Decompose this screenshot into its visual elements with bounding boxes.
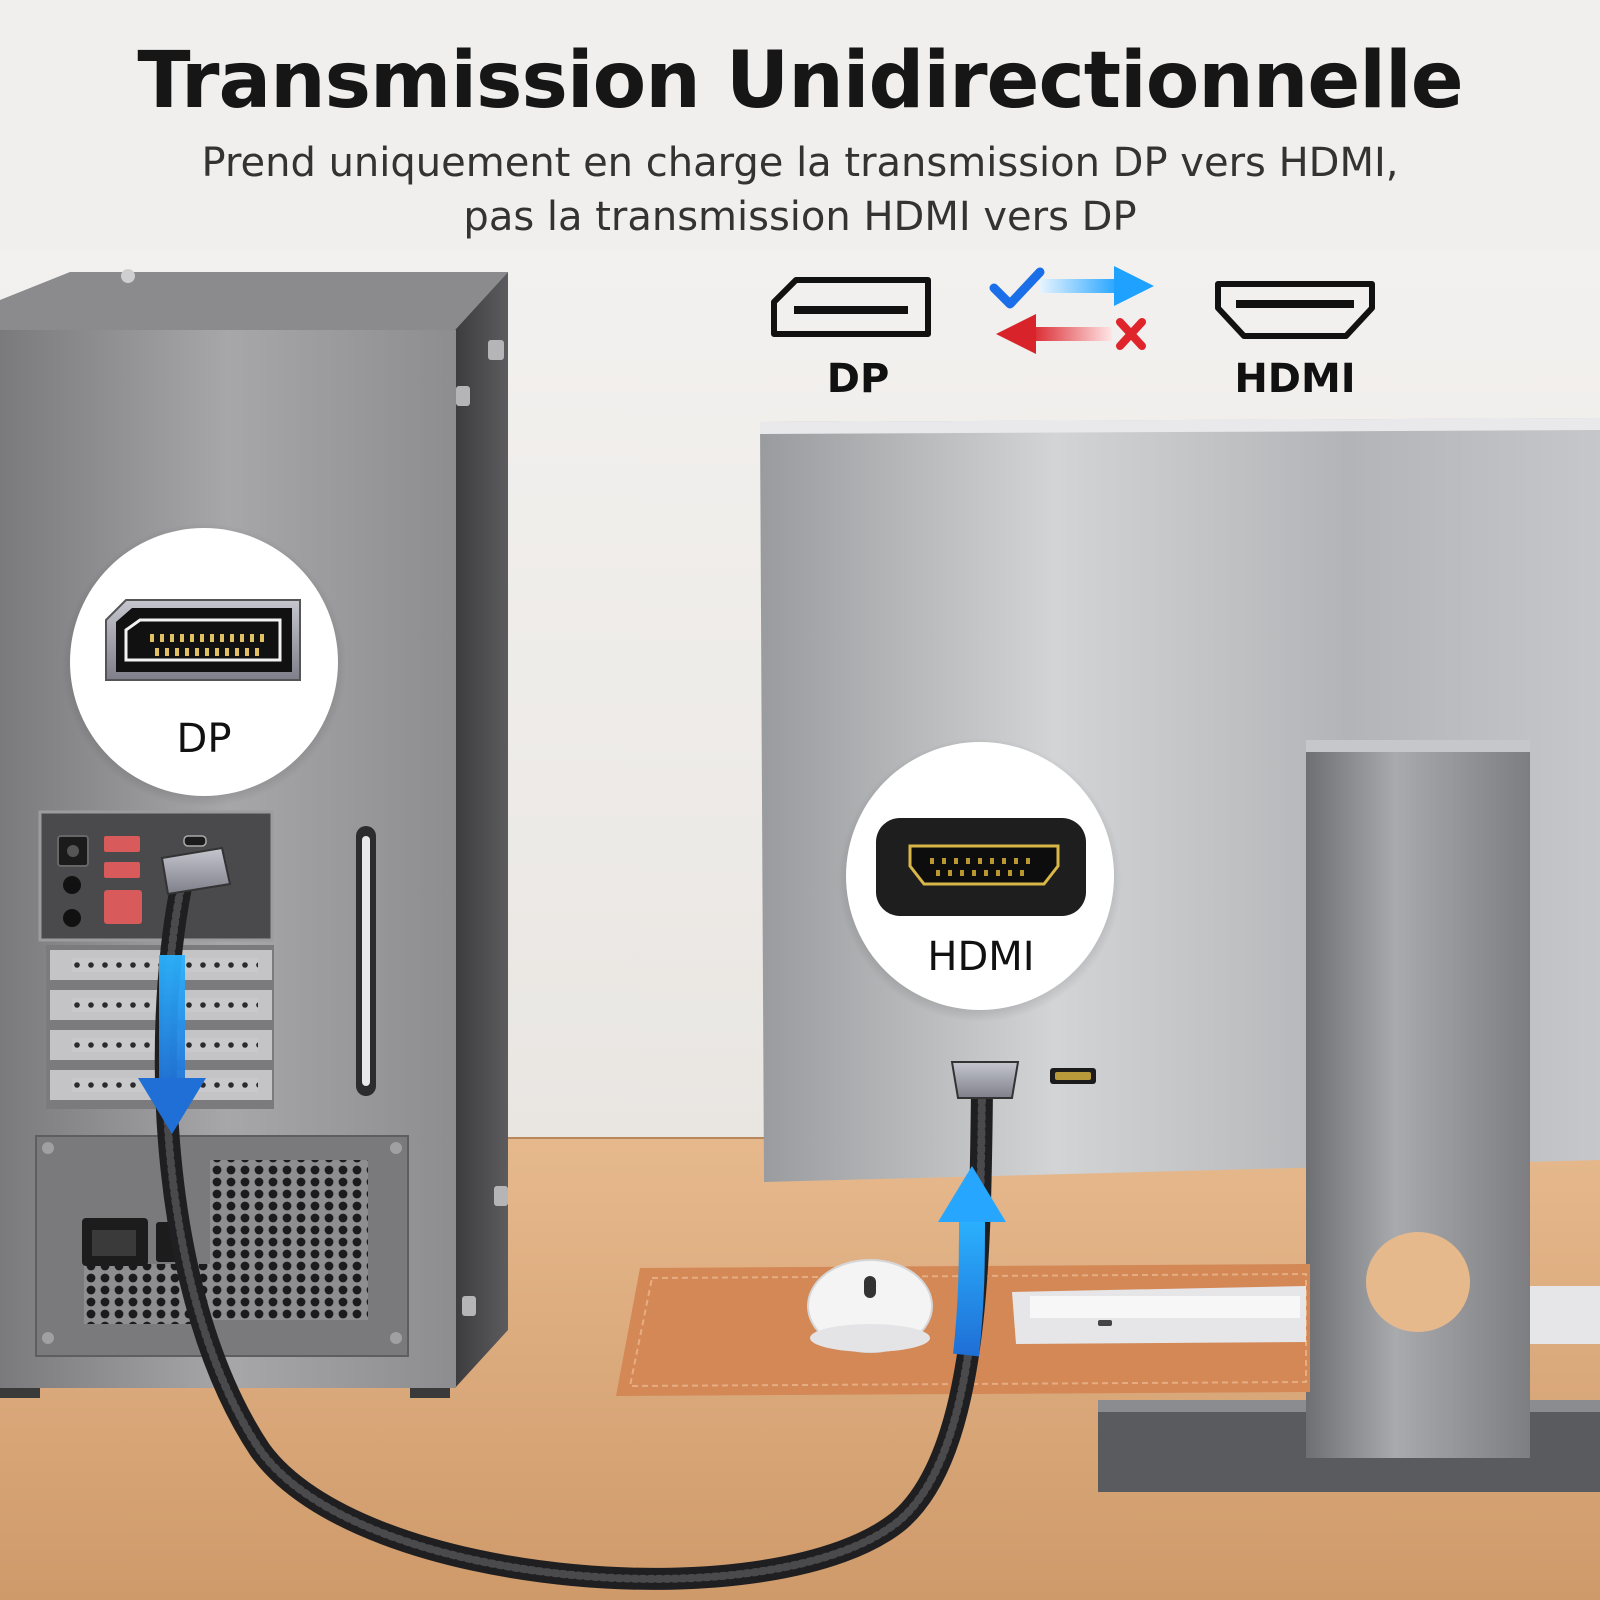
forward-arrow-icon: [1040, 266, 1154, 306]
subtitle-line-1: Prend uniquement en charge la transmissi…: [201, 140, 1399, 186]
subtitle-line-2: pas la transmission HDMI vers DP: [463, 194, 1137, 240]
monitor-port-callout-label: HDMI: [927, 934, 1035, 980]
dp-callout-bubble: [62, 523, 346, 807]
diagram-source-label: DP: [826, 356, 890, 402]
dp-hdmi-cable: [154, 846, 1020, 1590]
signal-arrow-down: [138, 955, 206, 1134]
mouse: [807, 1259, 933, 1353]
dp-port-icon: [771, 277, 931, 337]
keyboard: [1012, 1286, 1600, 1344]
cross-icon: [1116, 318, 1146, 350]
signal-arrow-up: [938, 1166, 1006, 1357]
page-title: Transmission Unidirectionnelle: [137, 36, 1463, 126]
hdmi-port-icon: [1215, 281, 1375, 339]
monitor: [760, 418, 1600, 1492]
check-icon: [989, 267, 1045, 309]
diagram-target-label: HDMI: [1234, 356, 1356, 402]
pc-tower: [0, 269, 508, 1398]
hdmi-callout-bubble: [838, 738, 1122, 1022]
hdmi-connector-icon: [876, 818, 1086, 916]
reverse-arrow-icon: [996, 314, 1112, 354]
dp-connector-icon: [105, 599, 301, 681]
pc-port-callout-label: DP: [176, 716, 232, 762]
